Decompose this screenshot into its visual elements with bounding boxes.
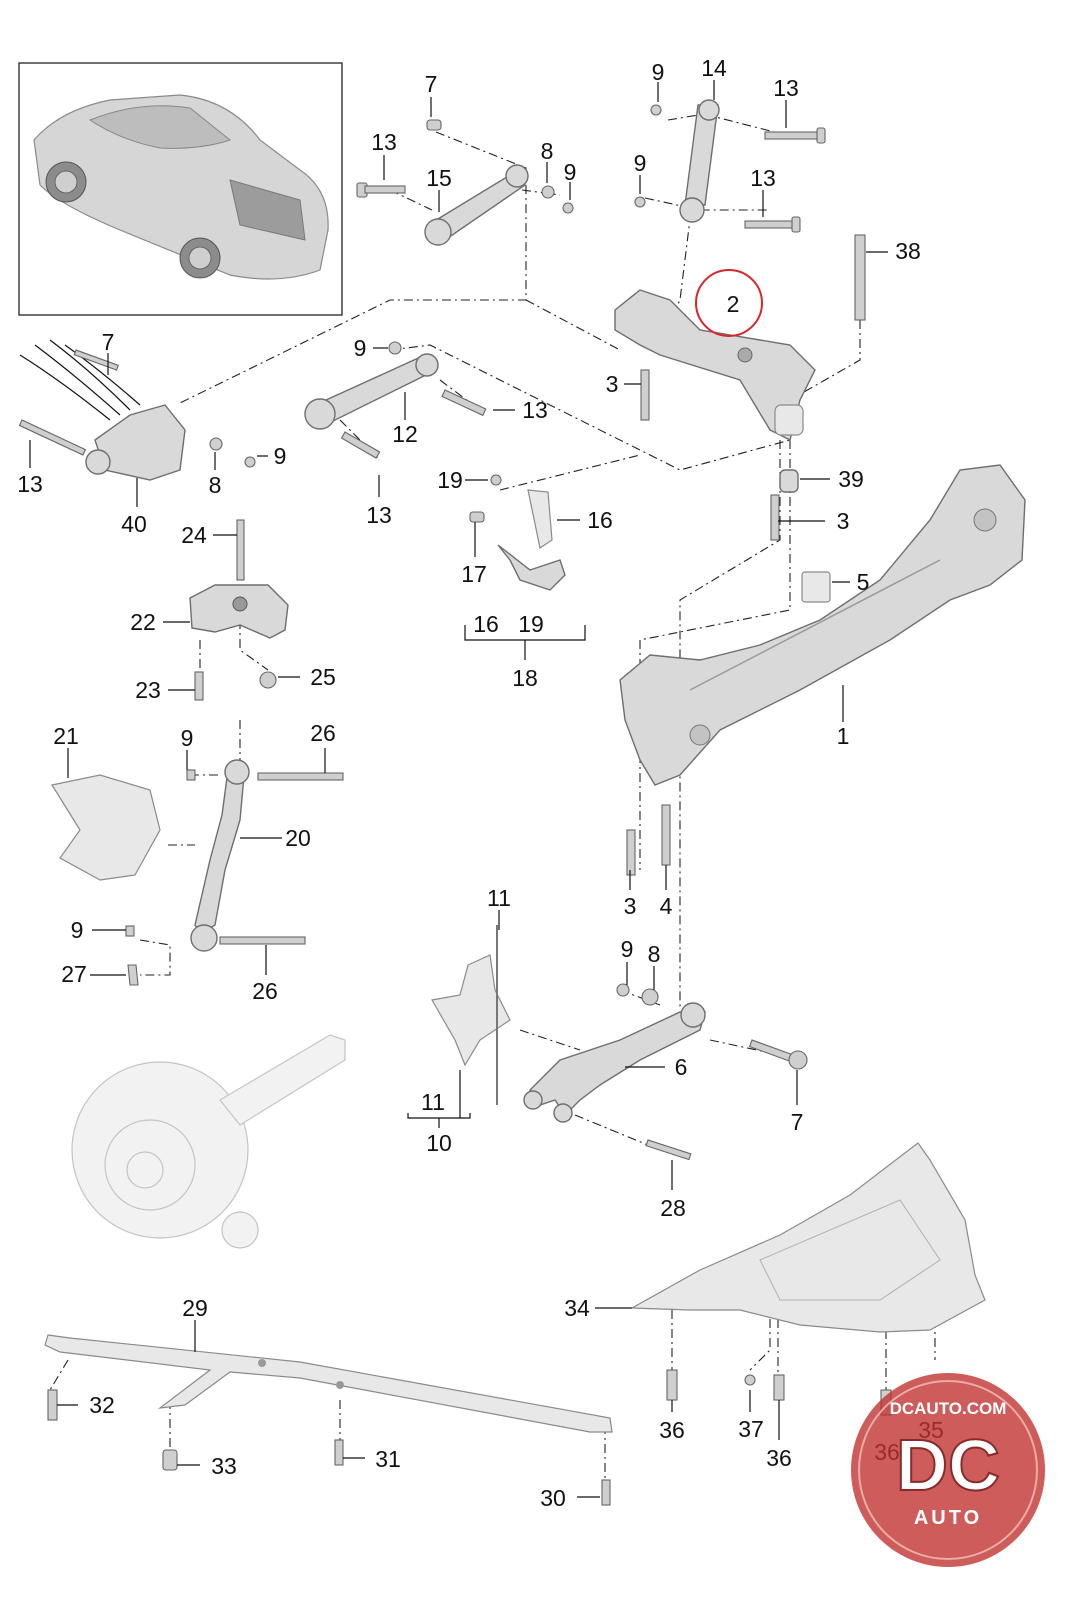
callout-9: 9 bbox=[634, 150, 647, 176]
callout-11: 11 bbox=[487, 885, 511, 911]
highlight-ring-part-2 bbox=[695, 269, 763, 337]
callout-8: 8 bbox=[209, 472, 222, 498]
leader-lines bbox=[29, 80, 888, 1498]
callout-32: 32 bbox=[89, 1392, 115, 1418]
callout-13: 13 bbox=[522, 397, 548, 423]
callout-8: 8 bbox=[648, 941, 661, 967]
part-21-shield bbox=[51, 774, 161, 881]
logo-sub: AUTO bbox=[914, 1507, 982, 1529]
callout-19: 19 bbox=[437, 467, 463, 493]
dcauto-watermark-logo: DCAUTO.COM DC AUTO bbox=[851, 1373, 1045, 1567]
callout-13: 13 bbox=[371, 129, 397, 155]
callout-31: 31 bbox=[375, 1446, 401, 1472]
callout-4: 4 bbox=[660, 893, 673, 919]
callout-19: 19 bbox=[518, 611, 544, 637]
callout-13: 13 bbox=[17, 471, 43, 497]
logo-site: DCAUTO.COM bbox=[890, 1399, 1007, 1418]
callout-12: 12 bbox=[392, 421, 418, 447]
part-29-brace bbox=[44, 1334, 613, 1433]
callout-27: 27 bbox=[61, 961, 87, 987]
callout-14: 14 bbox=[701, 55, 727, 81]
part-12-link bbox=[304, 353, 439, 430]
part-11-bracket bbox=[431, 925, 511, 1105]
callout-9: 9 bbox=[274, 443, 287, 469]
callout-23: 23 bbox=[135, 677, 161, 703]
callout-3: 3 bbox=[624, 893, 637, 919]
callout-24: 24 bbox=[181, 522, 207, 548]
callout-33: 33 bbox=[211, 1453, 237, 1479]
callout-9: 9 bbox=[181, 725, 194, 751]
callout-18: 18 bbox=[512, 665, 538, 691]
callout-29: 29 bbox=[182, 1295, 208, 1321]
callout-7: 7 bbox=[102, 329, 115, 355]
vehicle-inset bbox=[18, 62, 343, 316]
callout-13: 13 bbox=[773, 75, 799, 101]
callout-13: 13 bbox=[366, 502, 392, 528]
part-34-panel bbox=[629, 1142, 986, 1333]
callout-3: 3 bbox=[606, 371, 619, 397]
callout-9: 9 bbox=[621, 936, 634, 962]
callout-labels: 7 13 15 8 9 9 14 13 9 13 38 2 7 9 3 13 1… bbox=[17, 55, 944, 1511]
callout-25: 25 bbox=[310, 664, 336, 690]
callout-10: 10 bbox=[426, 1130, 452, 1156]
callout-9: 9 bbox=[652, 59, 665, 85]
callout-37: 37 bbox=[738, 1416, 764, 1442]
callout-20: 20 bbox=[285, 825, 311, 851]
callout-16: 16 bbox=[473, 611, 499, 637]
callout-17: 17 bbox=[461, 561, 487, 587]
callout-26: 26 bbox=[252, 978, 278, 1004]
callout-36: 36 bbox=[659, 1417, 685, 1443]
part-6-lower-arm bbox=[523, 1002, 706, 1123]
callout-1: 1 bbox=[837, 723, 850, 749]
callout-26: 26 bbox=[310, 720, 336, 746]
callout-30: 30 bbox=[540, 1485, 566, 1511]
callout-13: 13 bbox=[750, 165, 776, 191]
callout-6: 6 bbox=[675, 1054, 688, 1080]
wheel-hub-reference bbox=[71, 1034, 346, 1249]
part-1-subframe bbox=[619, 464, 1026, 786]
callout-39: 39 bbox=[838, 466, 864, 492]
callout-9: 9 bbox=[71, 917, 84, 943]
part-14-link bbox=[679, 99, 720, 223]
part-2-bracket bbox=[614, 289, 816, 442]
logo-mark: DC bbox=[896, 1426, 1000, 1506]
callout-22: 22 bbox=[130, 609, 156, 635]
part-40-actuator bbox=[19, 339, 186, 481]
callout-21: 21 bbox=[53, 723, 79, 749]
callout-5: 5 bbox=[857, 569, 870, 595]
callout-15: 15 bbox=[426, 165, 452, 191]
part-20-arm bbox=[190, 759, 250, 952]
callout-36: 36 bbox=[766, 1445, 792, 1471]
part-39-bushing bbox=[779, 469, 799, 493]
callout-3: 3 bbox=[837, 508, 850, 534]
callout-40: 40 bbox=[121, 511, 147, 537]
callout-7: 7 bbox=[425, 71, 438, 97]
callout-34: 34 bbox=[564, 1295, 590, 1321]
part-5-clip bbox=[801, 571, 831, 603]
callout-28: 28 bbox=[660, 1195, 686, 1221]
part-15-link bbox=[424, 164, 529, 246]
callout-9: 9 bbox=[564, 159, 577, 185]
callout-38: 38 bbox=[895, 238, 921, 264]
callout-8: 8 bbox=[541, 138, 554, 164]
part-22-mount bbox=[189, 584, 289, 639]
callout-9: 9 bbox=[354, 335, 367, 361]
callout-16: 16 bbox=[587, 507, 613, 533]
part-16-sensor bbox=[469, 489, 566, 591]
callout-7: 7 bbox=[791, 1109, 804, 1135]
callout-11: 11 bbox=[421, 1089, 445, 1115]
callout-2: 2 bbox=[727, 291, 740, 317]
